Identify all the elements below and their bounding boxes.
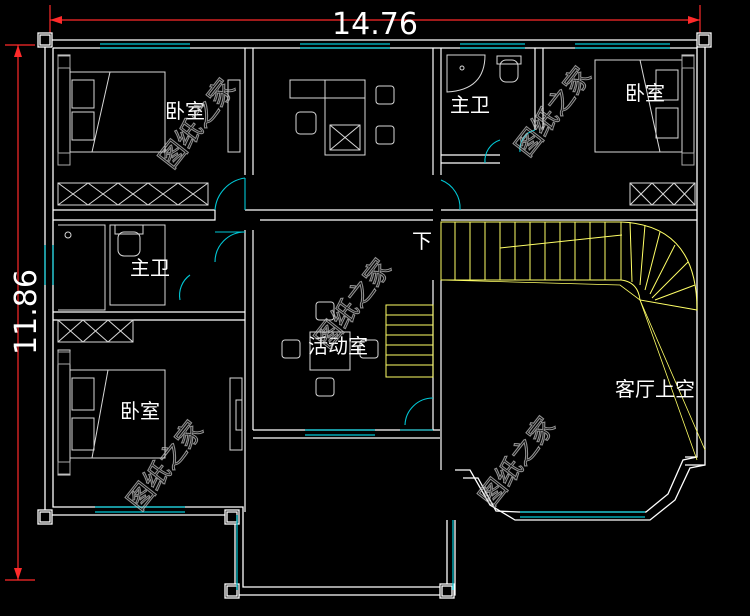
windows (44, 43, 670, 590)
room-label-bedroom-top-right: 卧室 (625, 81, 665, 105)
bed-top-left (57, 54, 166, 166)
staircase (385, 221, 698, 378)
bed-bottom-left (57, 349, 166, 476)
room-label-living-void: 客厅上空 (615, 377, 695, 401)
wardrobe-bottom-left (57, 319, 134, 343)
tv-cabinet-left (227, 79, 243, 451)
room-label-bath-left: 主卫 (130, 256, 170, 280)
bed-top-right (594, 54, 695, 166)
watermark: 图纸之家 (510, 62, 598, 162)
study-furniture (289, 79, 395, 156)
activity-table (281, 301, 379, 397)
void-outline (440, 279, 706, 461)
exterior-walls (37, 32, 712, 599)
room-label-bedroom-top-left: 卧室 (165, 99, 205, 123)
room-label-bedroom-bottom-left: 卧室 (120, 399, 160, 423)
bath-left-fixtures (58, 224, 166, 311)
watermark: 图纸之家 (122, 416, 210, 516)
room-label-bath-top: 主卫 (450, 93, 490, 117)
dimension-lines (5, 5, 701, 581)
stair-direction-label: 下 (412, 229, 432, 253)
watermark: 图纸之家 (474, 412, 562, 512)
wardrobe-top-right (629, 182, 696, 206)
room-label-activity-room: 活动室 (308, 334, 368, 358)
wardrobe-top-left (57, 182, 209, 206)
bath-top-fixtures (446, 54, 522, 93)
doors (179, 129, 536, 431)
height-dimension-label: 11.86 (9, 269, 44, 355)
width-dimension-label: 14.76 (332, 7, 418, 42)
